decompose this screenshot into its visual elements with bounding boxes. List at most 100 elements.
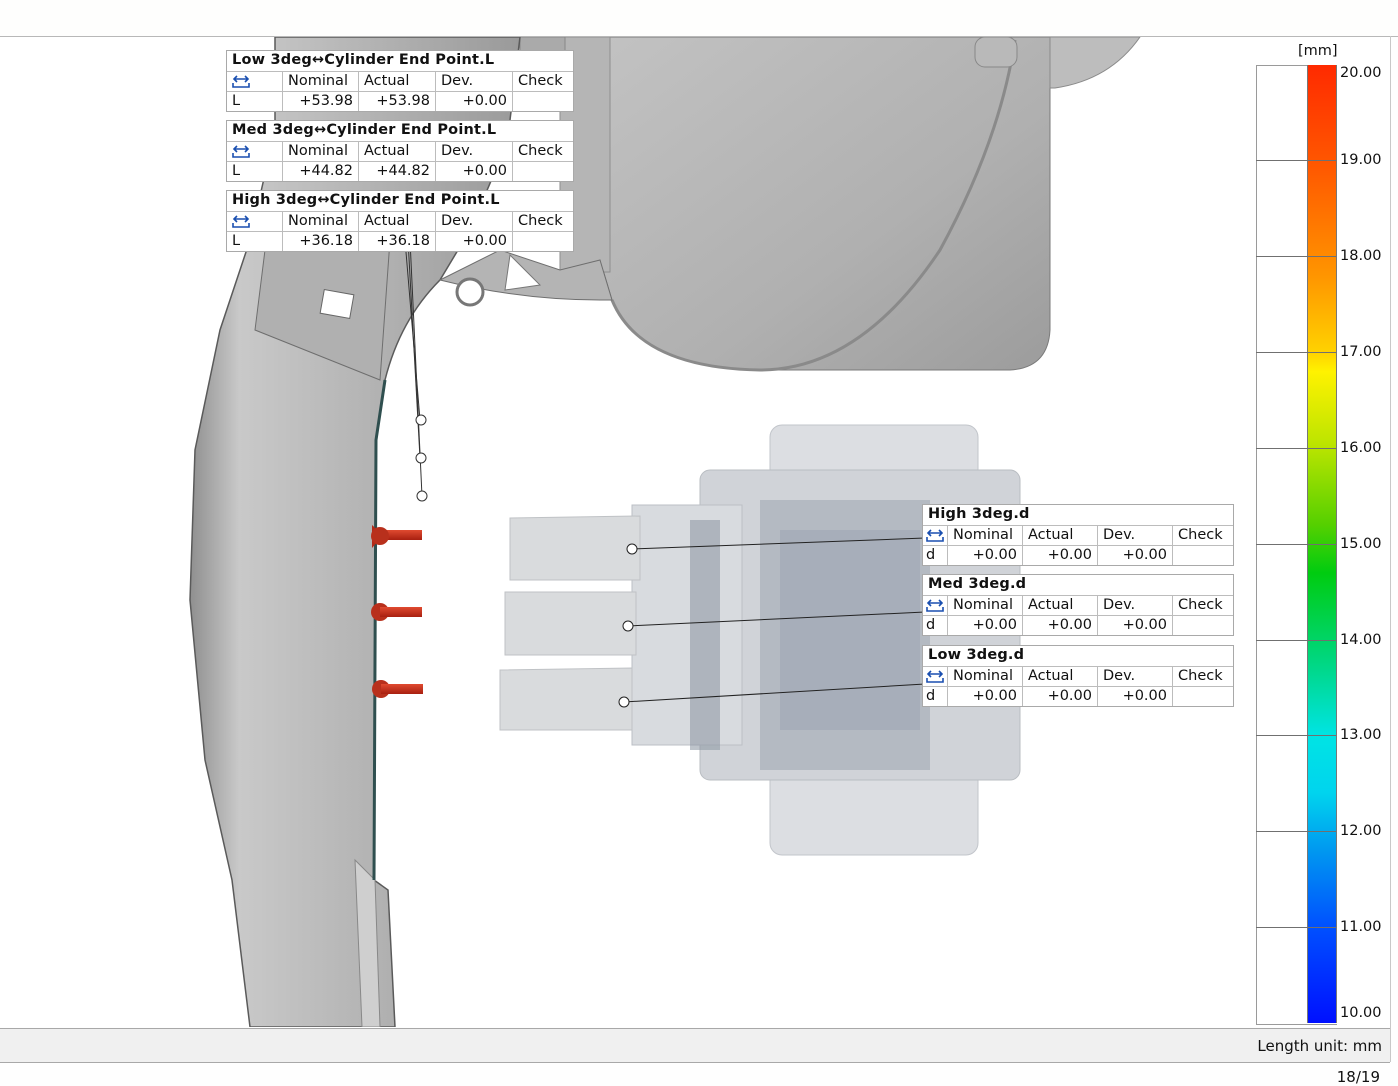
header-actual: Actual <box>358 142 436 162</box>
brake-lever <box>189 37 613 1027</box>
actual-value: +0.00 <box>1022 615 1098 635</box>
header-dev: Dev. <box>1097 526 1173 546</box>
leader-lines-top <box>404 239 428 502</box>
distance-icon <box>227 72 283 92</box>
distance-icon <box>923 526 948 546</box>
actual-value: +53.98 <box>358 91 436 111</box>
callout-low-3deg-d[interactable]: Low 3deg.d Nominal Actual Dev. Check d +… <box>922 645 1234 707</box>
header-nominal: Nominal <box>282 142 359 162</box>
header-nominal: Nominal <box>947 526 1023 546</box>
header-nominal: Nominal <box>282 212 359 232</box>
distance-icon <box>227 142 283 162</box>
check-value <box>1173 616 1234 636</box>
viewport-border <box>1390 36 1391 1062</box>
header-nominal: Nominal <box>947 667 1023 687</box>
header-dev: Dev. <box>1097 596 1173 616</box>
contact-markers <box>371 525 423 698</box>
legend-label: 16.00 <box>1340 440 1382 456</box>
legend-unit: [mm] <box>1298 43 1338 59</box>
row-label: d <box>923 686 948 706</box>
page-indicator: 18/19 <box>1336 1068 1380 1086</box>
check-value <box>513 162 574 182</box>
legend-tick <box>1256 831 1336 832</box>
nominal-value: +36.18 <box>282 231 359 251</box>
header-actual: Actual <box>1022 667 1098 687</box>
legend-label: 18.00 <box>1340 248 1382 264</box>
callout-med-3deg-cylinder-end[interactable]: Med 3deg↔Cylinder End Point.L Nominal Ac… <box>226 120 574 182</box>
header-actual: Actual <box>358 72 436 92</box>
callout-high-3deg-cylinder-end[interactable]: High 3deg↔Cylinder End Point.L Nominal A… <box>226 190 574 252</box>
distance-icon <box>923 596 948 616</box>
header-check: Check <box>512 212 573 232</box>
header-actual: Actual <box>1022 526 1098 546</box>
row-label: d <box>923 615 948 635</box>
nominal-value: +0.00 <box>947 545 1023 565</box>
callout-low-3deg-cylinder-end[interactable]: Low 3deg↔Cylinder End Point.L Nominal Ac… <box>226 50 574 112</box>
header-dev: Dev. <box>1097 667 1173 687</box>
callout-med-3deg-d[interactable]: Med 3deg.d Nominal Actual Dev. Check d +… <box>922 574 1234 636</box>
callout-title: High 3deg.d <box>923 505 1233 526</box>
legend-label: 15.00 <box>1340 536 1382 552</box>
legend-label: 17.00 <box>1340 344 1382 360</box>
legend-tick <box>1256 448 1336 449</box>
header-check: Check <box>1172 667 1233 687</box>
nominal-value: +0.00 <box>947 615 1023 635</box>
3d-viewport[interactable]: Low 3deg↔Cylinder End Point.L Nominal Ac… <box>0 37 1390 1027</box>
legend-tick <box>1256 544 1336 545</box>
check-value <box>513 232 574 252</box>
callout-title: High 3deg↔Cylinder End Point.L <box>227 191 573 212</box>
dev-value: +0.00 <box>1097 686 1173 706</box>
legend-label: 13.00 <box>1340 727 1382 743</box>
row-label: L <box>227 231 283 251</box>
legend-label: 10.00 <box>1340 1005 1382 1021</box>
header-check: Check <box>1172 596 1233 616</box>
header-dev: Dev. <box>435 72 513 92</box>
header-nominal: Nominal <box>282 72 359 92</box>
leader-lines-diameter <box>618 537 926 708</box>
header-dev: Dev. <box>435 212 513 232</box>
cylinder-assembly <box>499 424 1021 856</box>
check-value <box>1173 687 1234 707</box>
top-strip <box>0 0 1398 37</box>
row-label: d <box>923 545 948 565</box>
legend-tick <box>1256 735 1336 736</box>
nominal-value: +53.98 <box>282 91 359 111</box>
check-value <box>1173 546 1234 566</box>
actual-value: +44.82 <box>358 161 436 181</box>
legend-tick <box>1256 160 1336 161</box>
dev-value: +0.00 <box>435 161 513 181</box>
header-dev: Dev. <box>435 142 513 162</box>
nominal-value: +44.82 <box>282 161 359 181</box>
deviation-color-legend: [mm] 20.00 19.00 18.00 17.00 16.00 15.00… <box>1256 37 1390 1027</box>
legend-tick <box>1256 256 1336 257</box>
callout-title: Low 3deg↔Cylinder End Point.L <box>227 51 573 72</box>
status-bar: Length unit: mm <box>0 1028 1390 1063</box>
distance-icon <box>923 667 948 687</box>
nominal-value: +0.00 <box>947 686 1023 706</box>
legend-label: 19.00 <box>1340 152 1382 168</box>
housing-body <box>519 37 1141 372</box>
row-label: L <box>227 161 283 181</box>
legend-tick <box>1256 640 1336 641</box>
length-unit-label: Length unit: mm <box>1257 1037 1382 1055</box>
dev-value: +0.00 <box>435 91 513 111</box>
row-label: L <box>227 91 283 111</box>
legend-label: 11.00 <box>1340 919 1382 935</box>
legend-tick <box>1256 352 1336 353</box>
actual-value: +0.00 <box>1022 545 1098 565</box>
distance-icon <box>227 212 283 232</box>
callout-title: Med 3deg↔Cylinder End Point.L <box>227 121 573 142</box>
callout-high-3deg-d[interactable]: High 3deg.d Nominal Actual Dev. Check d … <box>922 504 1234 566</box>
check-value <box>513 92 574 112</box>
legend-tick <box>1256 927 1336 928</box>
dev-value: +0.00 <box>435 231 513 251</box>
callout-title: Low 3deg.d <box>923 646 1233 667</box>
legend-label: 12.00 <box>1340 823 1382 839</box>
actual-value: +0.00 <box>1022 686 1098 706</box>
legend-label: 14.00 <box>1340 632 1382 648</box>
actual-value: +36.18 <box>358 231 436 251</box>
legend-label: 20.00 <box>1340 65 1382 81</box>
header-actual: Actual <box>1022 596 1098 616</box>
header-check: Check <box>512 142 573 162</box>
header-check: Check <box>1172 526 1233 546</box>
